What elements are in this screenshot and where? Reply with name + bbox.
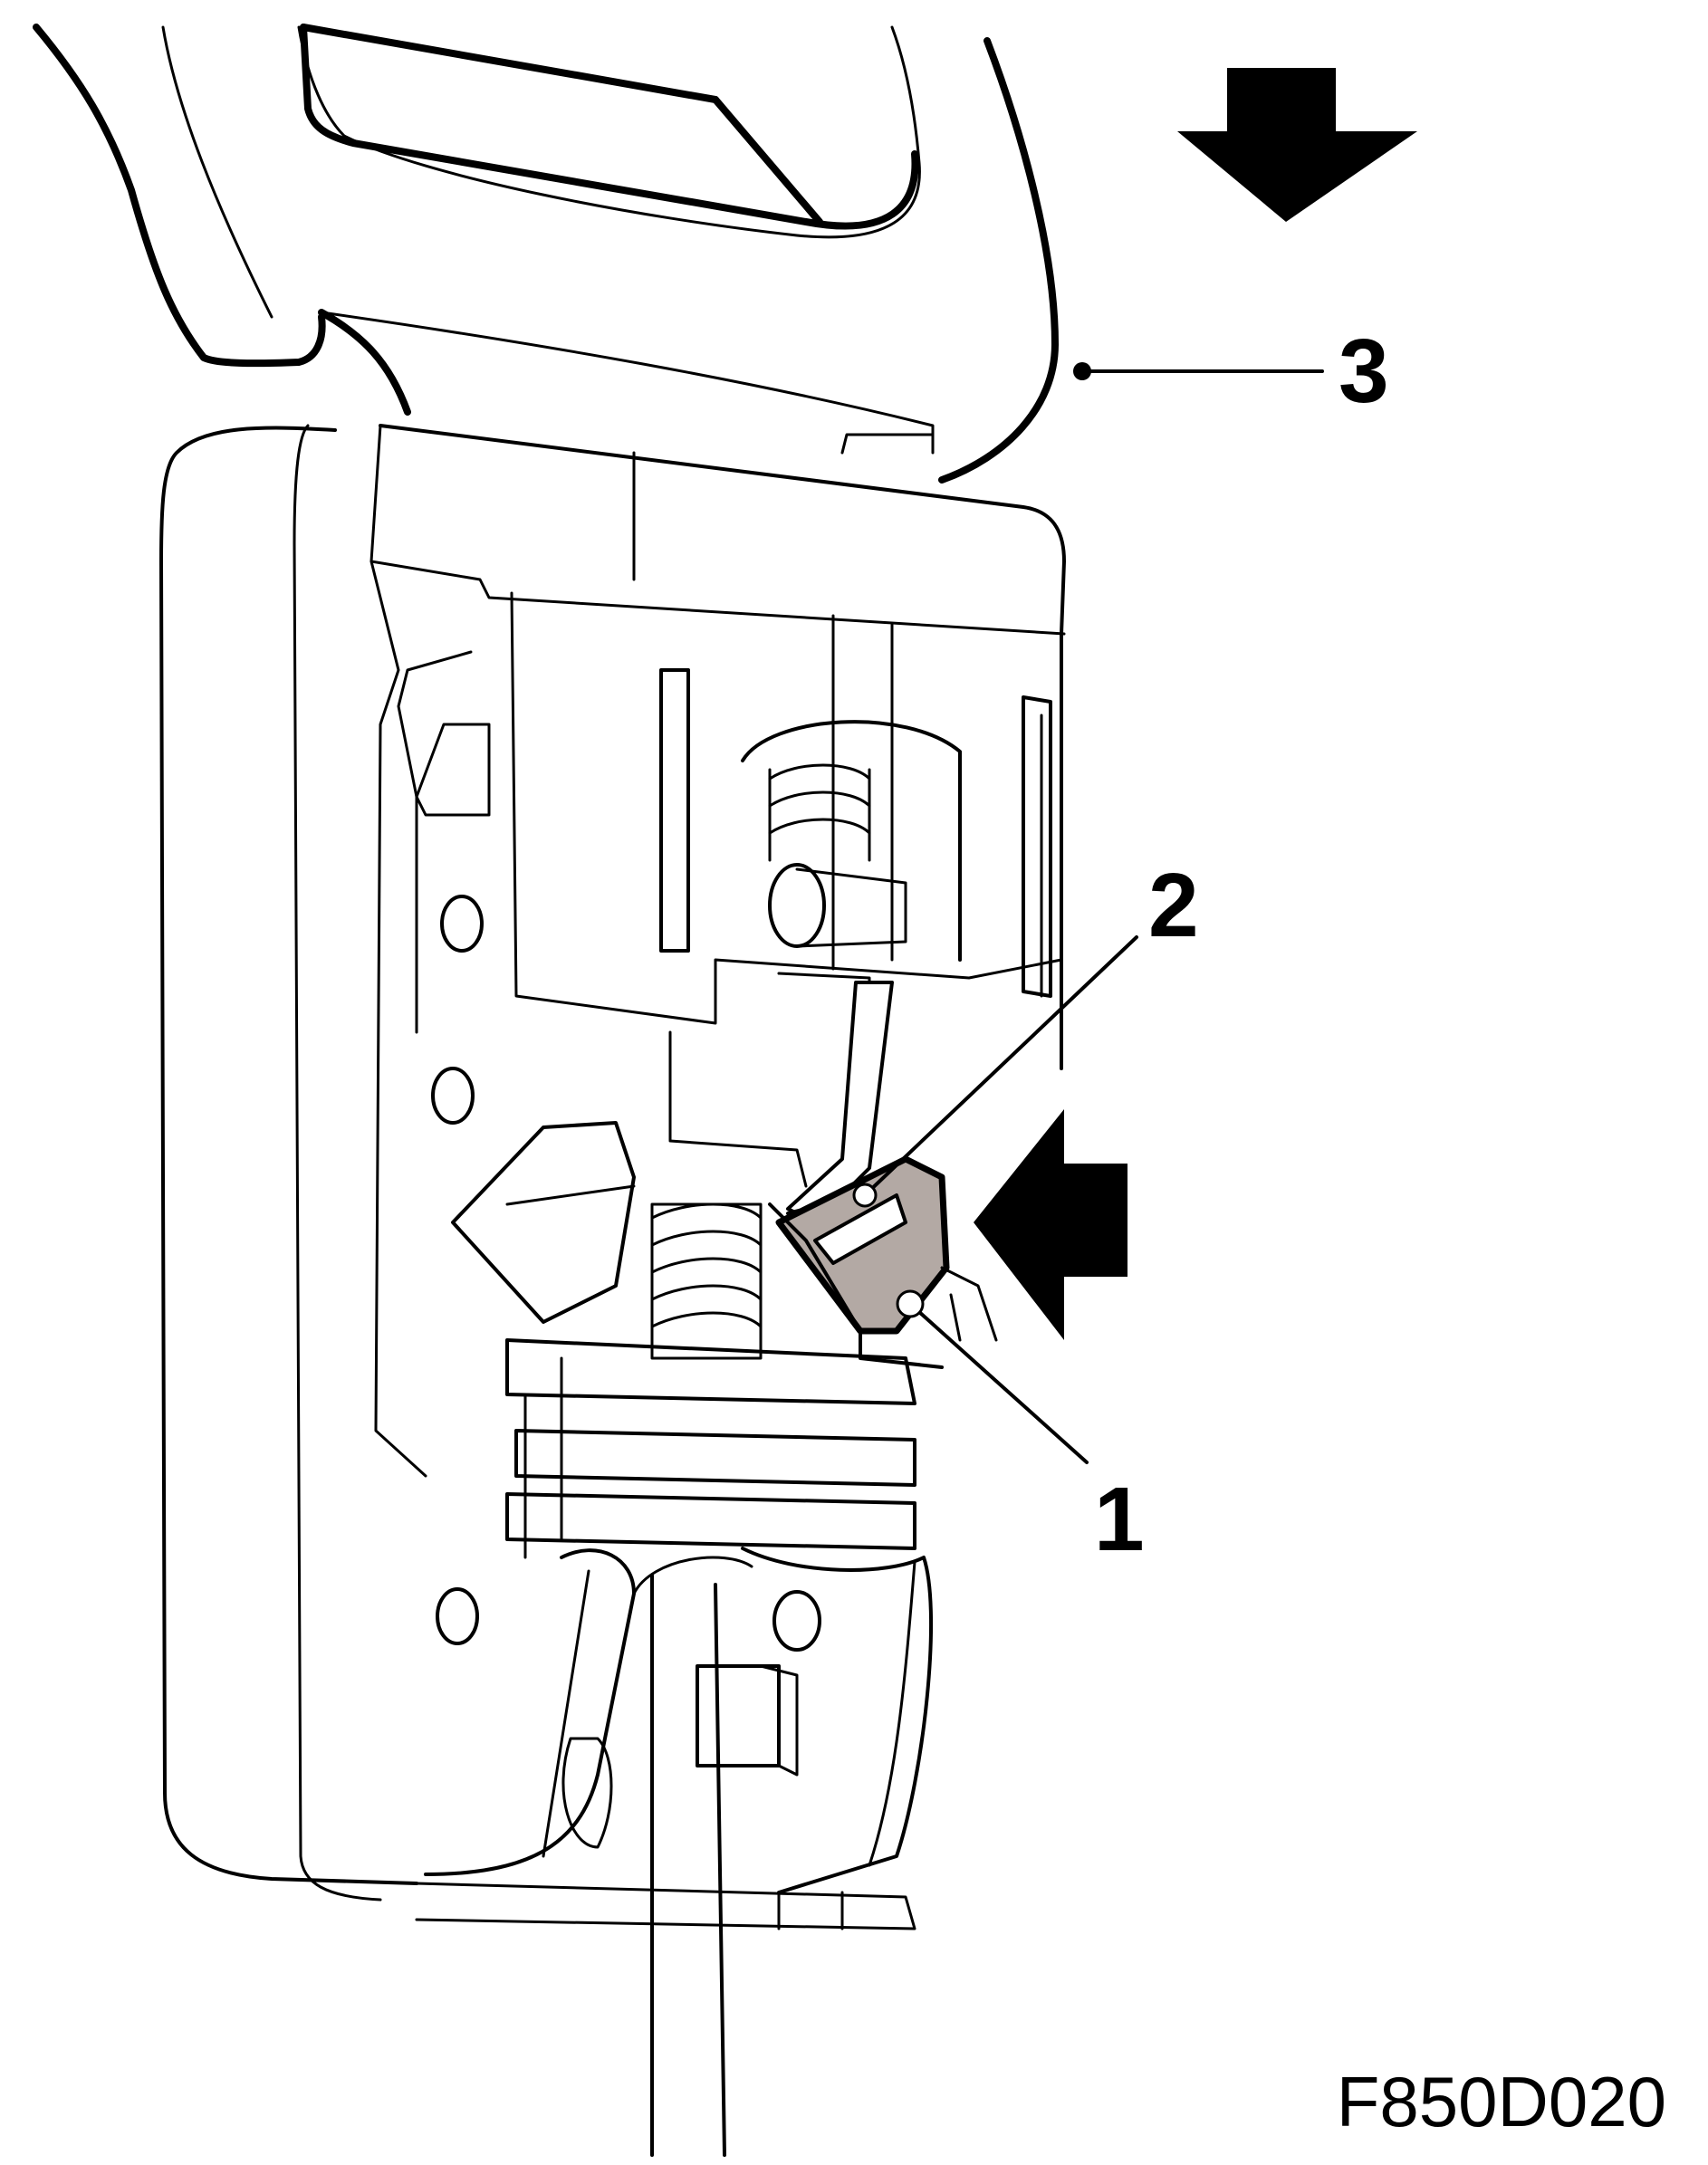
left-arrow-icon [974,1109,1127,1340]
handle-outline [33,24,1059,484]
figure-code: F850D020 [1336,2062,1666,2141]
callout-3: 3 [1339,321,1389,422]
callout-2: 2 [1148,855,1199,956]
down-arrow-icon [1177,68,1417,222]
callout-1: 1 [1094,1469,1145,1570]
callout-leaders [852,362,1324,1464]
latch-housing [159,424,1066,2157]
